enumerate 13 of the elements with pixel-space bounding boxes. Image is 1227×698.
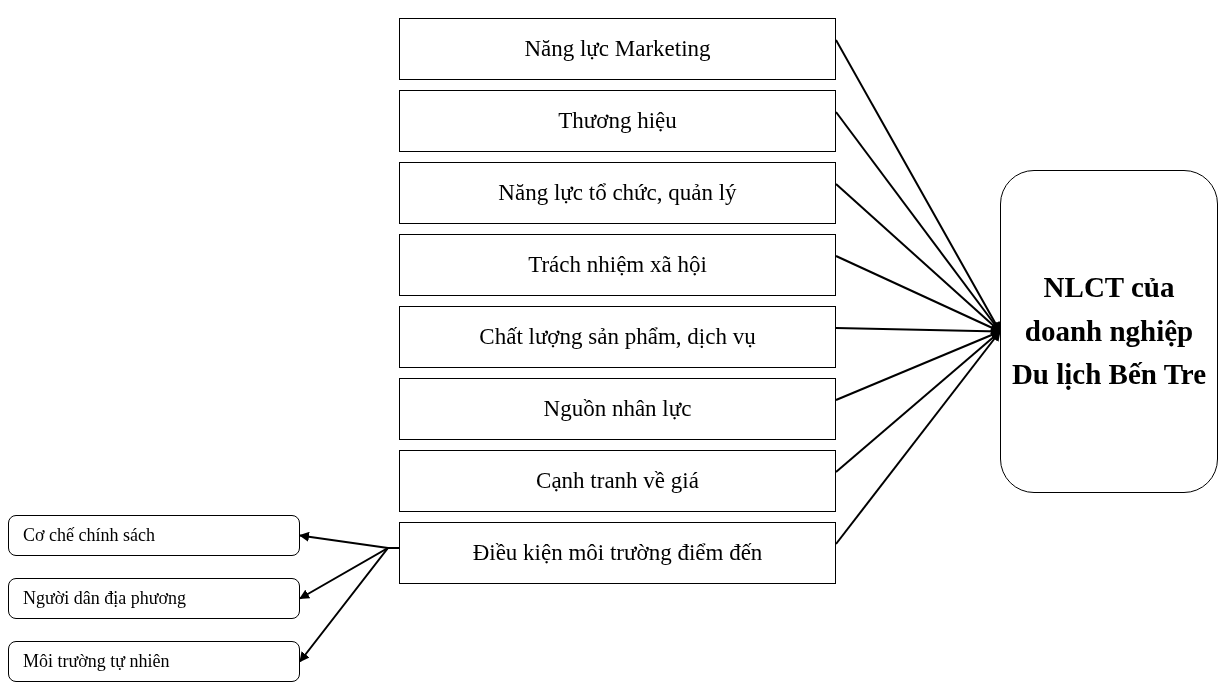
- sub-factor-box: Người dân địa phương: [8, 578, 300, 619]
- factor-box: Nguồn nhân lực: [399, 378, 836, 440]
- factor-box: Năng lực tổ chức, quản lý: [399, 162, 836, 224]
- factor-box: Chất lượng sản phẩm, dịch vụ: [399, 306, 836, 368]
- factor-box: Cạnh tranh về giá: [399, 450, 836, 512]
- arrow: [299, 547, 400, 663]
- target-box: NLCT của doanh nghiệp Du lịch Bến Tre: [1000, 170, 1218, 493]
- factor-box: Trách nhiệm xã hội: [399, 234, 836, 296]
- factor-box: Điều kiện môi trường điểm đến: [399, 522, 836, 584]
- factor-box: Thương hiệu: [399, 90, 836, 152]
- sub-factor-box: Môi trường tự nhiên: [8, 641, 300, 682]
- sub-factor-box: Cơ chế chính sách: [8, 515, 300, 556]
- factor-box: Năng lực Marketing: [399, 18, 836, 80]
